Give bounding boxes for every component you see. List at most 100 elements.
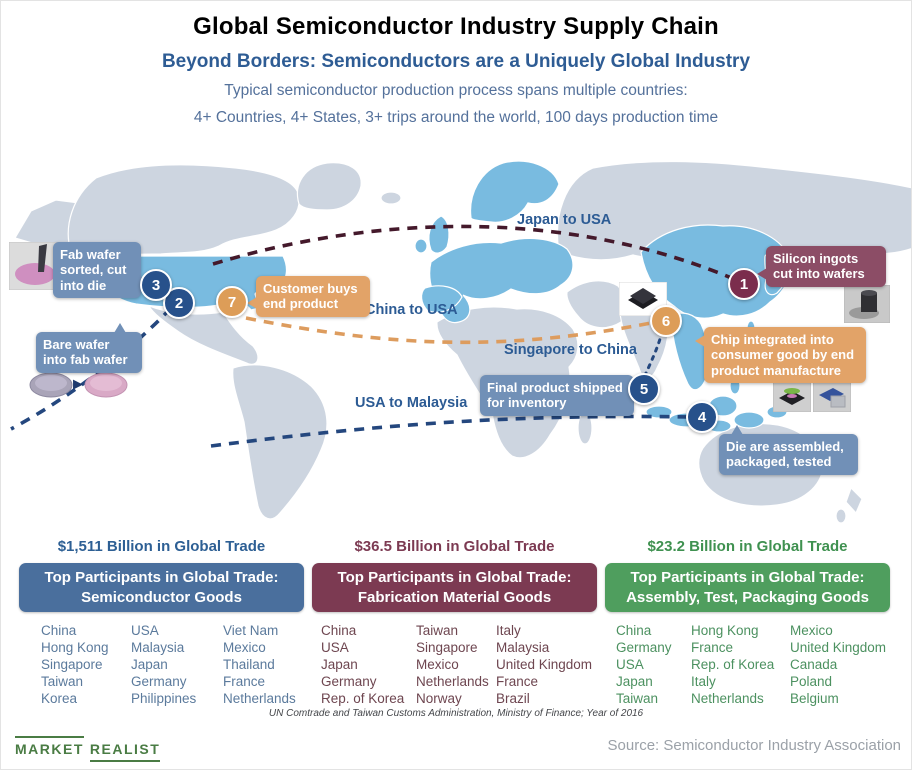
step-marker-5: 5 (628, 373, 660, 405)
country-item: China (616, 623, 652, 638)
land-uk-highlight (428, 215, 450, 254)
description-line-2: 4+ Countries, 4+ States, 3+ trips around… (193, 109, 719, 126)
trade-header-line2: Semiconductor Goods (81, 588, 242, 606)
route-label-usa-to-malaysia: USA to Malaysia (355, 395, 468, 411)
country-item: Rep. of Korea (691, 657, 775, 672)
country-item: Taiwan (616, 691, 659, 706)
country-item: USA (616, 657, 644, 672)
country-item: Philippines (131, 691, 197, 706)
route-japan-to-usa (212, 224, 742, 284)
country-item: Mexico (223, 640, 266, 655)
trade-header-line1: Top Participants in Global Trade: (337, 569, 572, 586)
callout-customer-buys: Customer buys end product (247, 276, 370, 317)
country-item: Poland (790, 674, 833, 689)
land-middle-east (566, 280, 628, 329)
land-canada (67, 164, 300, 256)
country-item: Viet Nam (223, 623, 279, 638)
country-item: Germany (616, 640, 672, 655)
country-item: Korea (41, 691, 78, 706)
country-item: China (321, 623, 357, 638)
route-label-japan-to-usa: Japan to USA (517, 212, 612, 228)
step-marker-3: 3 (140, 269, 172, 301)
chip-assembly-photo (773, 382, 811, 412)
country-item: France (496, 674, 539, 689)
country-item: China (41, 623, 77, 638)
country-item: Mexico (416, 657, 459, 672)
country-item: Malaysia (496, 640, 550, 655)
trade-header-line2: Fabrication Material Goods (357, 588, 552, 606)
country-item: Taiwan (416, 623, 459, 638)
step-marker-6: 6 (650, 305, 682, 337)
trade-header-fabrication: Top Participants in Global Trade: Fabric… (312, 563, 597, 612)
trade-header-line2: Assembly, Test, Packaging Goods (626, 588, 869, 606)
country-item: Japan (616, 674, 653, 689)
route-usa-to-malaysia-south (210, 414, 694, 448)
route-china-to-usa (245, 316, 652, 345)
country-item: Malaysia (131, 640, 185, 655)
country-item: Norway (416, 691, 462, 706)
country-item: Brazil (496, 691, 530, 706)
subtitle: Beyond Borders: Semiconductors are a Uni… (161, 51, 751, 72)
trade-header-line1: Top Participants in Global Trade: (44, 569, 279, 586)
trade-header-assembly: Top Participants in Global Trade: Assemb… (605, 563, 890, 612)
country-item: Netherlands (223, 691, 296, 706)
country-item: Mexico (790, 623, 833, 638)
land-iceland (380, 191, 402, 205)
callout-fab-wafer: Fab wafer sorted, cut into die (53, 242, 150, 298)
callout-die-assembled: Die are assembled, packaged, tested (719, 425, 858, 475)
country-item: Netherlands (691, 691, 764, 706)
land-mexico (147, 304, 259, 365)
land-iberia-highlight (421, 285, 463, 313)
page-title: Global Semiconductor Industry Supply Cha… (193, 13, 719, 40)
land-new-zealand-south (835, 508, 847, 524)
step-marker-4: 4 (686, 401, 718, 433)
wafer-transform-arrow-icon: ▶ (73, 376, 83, 391)
callout-silicon-ingots: Silicon ingots cut into wafers (757, 246, 886, 287)
country-item: Taiwan (41, 674, 84, 689)
country-item: Canada (790, 657, 838, 672)
country-item: Singapore (41, 657, 103, 672)
callout-final-product: Final product shipped for inventory (480, 375, 643, 416)
step-marker-1: 1 (728, 268, 760, 300)
land-scandinavia-highlight (469, 160, 560, 223)
country-item: Thailand (223, 657, 275, 672)
land-greenland (296, 162, 362, 211)
country-item: Netherlands (416, 674, 489, 689)
land-new-zealand (845, 486, 863, 515)
trade-header-semiconductor: Top Participants in Global Trade: Semico… (19, 563, 304, 612)
country-item: Germany (321, 674, 377, 689)
logo-realist-text: REALIST (89, 741, 161, 762)
country-item: Rep. of Korea (321, 691, 405, 706)
land-ireland-highlight (414, 238, 428, 254)
trade-amount-fabrication: $36.5 Billion in Global Trade (354, 538, 555, 555)
data-source-footnote: UN Comtrade and Taiwan Customs Administr… (268, 708, 644, 719)
source-attribution: Source: Semiconductor Industry Associati… (607, 737, 901, 754)
world-map: ▶ Japan to USA China to USA Singapore t (1, 156, 911, 531)
silicon-ingot-photo (844, 285, 890, 323)
header: Global Semiconductor Industry Supply Cha… (1, 1, 911, 127)
country-item: Japan (321, 657, 358, 672)
country-item: United Kingdom (496, 657, 593, 672)
trade-amount-assembly: $23.2 Billion in Global Trade (647, 538, 848, 555)
country-item: Belgium (790, 691, 839, 706)
land-sulawesi-highlight (733, 411, 765, 429)
callout-chip-integrated: Chip integrated into consumer good by en… (695, 327, 866, 383)
country-item: Japan (131, 657, 168, 672)
country-item: Hong Kong (691, 623, 759, 638)
country-item: Italy (691, 674, 716, 689)
route-label-china-to-usa: China to USA (365, 302, 458, 318)
country-item: Germany (131, 674, 187, 689)
country-item: United Kingdom (790, 640, 887, 655)
country-item: Italy (496, 623, 521, 638)
bare-to-fab-wafer-photo: ▶ (29, 367, 129, 403)
